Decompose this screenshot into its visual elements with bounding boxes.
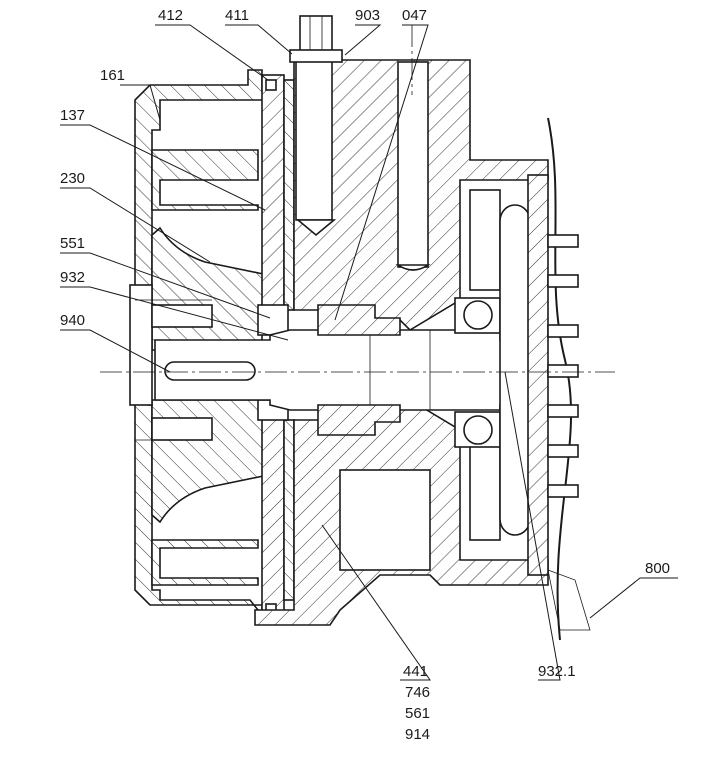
label-137: 137 bbox=[60, 107, 85, 124]
center-lines bbox=[100, 25, 615, 373]
label-230: 230 bbox=[60, 170, 85, 187]
label-903: 903 bbox=[355, 7, 380, 24]
shaft-940 bbox=[154, 329, 521, 411]
label-047: 047 bbox=[402, 7, 427, 24]
label-940: 940 bbox=[60, 312, 85, 329]
housing-441 bbox=[254, 59, 549, 626]
label-561: 561 bbox=[405, 705, 430, 722]
leader-lines bbox=[60, 24, 678, 681]
gear-hub bbox=[317, 304, 401, 436]
left-plate bbox=[129, 284, 213, 441]
label-411: 411 bbox=[225, 7, 249, 24]
label-932: 932 bbox=[60, 269, 85, 286]
label-746: 746 bbox=[405, 684, 430, 701]
label-800: 800 bbox=[645, 560, 670, 577]
flange-disc bbox=[499, 117, 591, 641]
label-441: 441 bbox=[403, 663, 428, 680]
label-914: 914 bbox=[405, 726, 430, 743]
bolt-903 bbox=[289, 15, 343, 63]
bearings bbox=[454, 297, 501, 448]
label-551: 551 bbox=[60, 235, 85, 252]
label-161: 161 bbox=[100, 67, 125, 84]
label-932-1: 932.1 bbox=[538, 663, 576, 680]
label-412: 412 bbox=[158, 7, 183, 24]
part-labels: 161 137 230 551 932 940 412 411 903 047 … bbox=[60, 7, 670, 743]
